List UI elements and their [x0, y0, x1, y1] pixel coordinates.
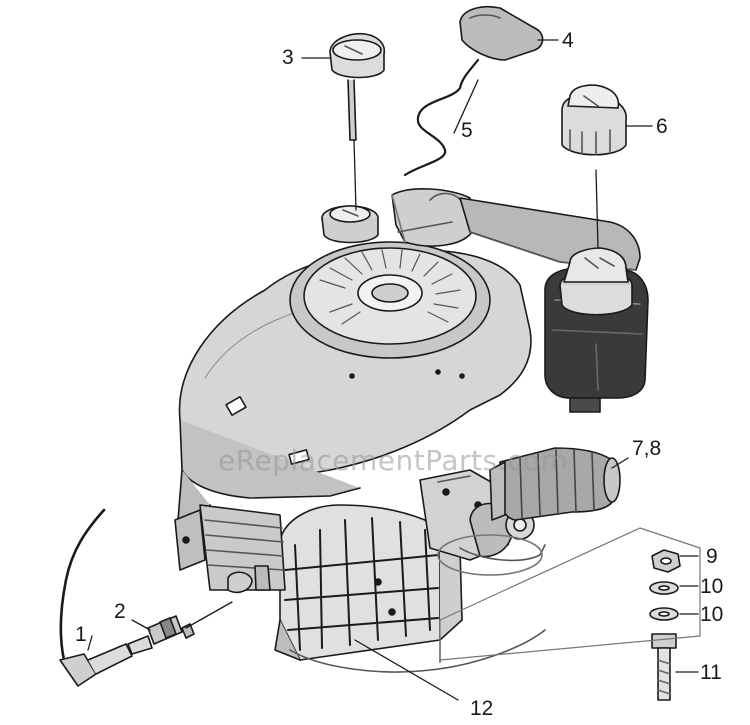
- callout-10a: 10: [700, 575, 724, 598]
- callout-7-8: 7,8: [632, 437, 662, 460]
- watermark-text: eReplacementParts.com: [218, 444, 569, 477]
- callout-6: 6: [656, 115, 668, 138]
- callout-5: 5: [461, 119, 473, 142]
- callout-3: 3: [282, 46, 294, 69]
- spark-plug-boot: [59, 508, 133, 687]
- fastener-stack: [649, 549, 681, 701]
- fuel-cap-part: [561, 84, 627, 156]
- fastener-bracket: [439, 527, 701, 661]
- callout-12: 12: [470, 697, 494, 720]
- callout-9: 9: [706, 545, 718, 568]
- callout-10b: 10: [700, 603, 724, 626]
- cylinder-fins: [174, 504, 286, 594]
- spark-plug: [127, 615, 195, 655]
- leader-lines: [87, 39, 699, 701]
- starter-handle-part: [403, 6, 544, 177]
- recoil-starter: [289, 241, 491, 379]
- mounted-starter-handle: [391, 188, 473, 247]
- callout-4: 4: [562, 29, 574, 52]
- dipstick-part: [329, 32, 386, 141]
- callout-1: 1: [75, 623, 87, 646]
- callout-11: 11: [700, 661, 722, 684]
- air-filter: [489, 447, 621, 521]
- mounted-oil-cap: [321, 205, 379, 244]
- callout-2: 2: [114, 600, 126, 623]
- mounted-fuel-cap: [559, 247, 633, 316]
